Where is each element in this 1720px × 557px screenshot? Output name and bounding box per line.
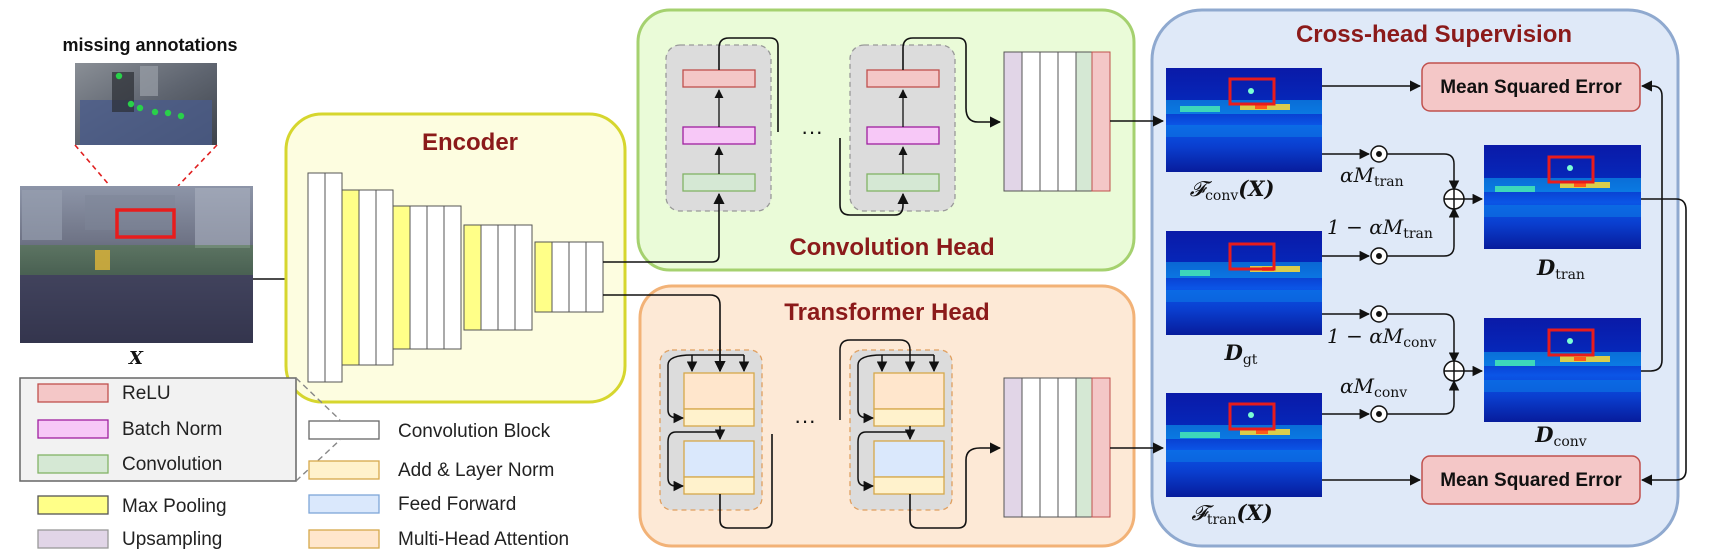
missing-annotations-label: missing annotations [62,35,237,55]
heatmap-d-tran [1484,145,1641,249]
conv-block [551,241,570,313]
conv-block [426,205,445,350]
conv-block [568,241,587,313]
conv-sub-block-2 [839,37,1002,216]
d-tran-label: Dtran [1536,255,1585,283]
conv-block [514,224,533,331]
legend-add-layer-norm-label: Add & Layer Norm [398,460,554,481]
conv-ellipsis: ··· [801,119,823,144]
input-x-label: X [128,348,144,369]
legend-swatch-upsampling [37,529,109,549]
mse-bottom-label: Mean Squared Error [1440,470,1622,491]
alpha-m-tran-label: αMtran [1340,163,1404,190]
legend-swatch-convolution [37,454,109,474]
conv-block [497,224,516,331]
heatmap-f-conv [1166,68,1322,172]
legend-swatch-feed-forward [308,494,380,514]
legend-max-pooling-label: Max Pooling [122,496,227,517]
input-crowd-image [20,186,253,343]
legend-relu-label: ReLU [122,383,171,404]
one-minus-alpha-m-tran-label: 1 − αMtran [1327,215,1433,242]
legend-swatch-add-layer-norm [308,460,380,480]
conv-block [585,241,604,313]
heatmap-d-conv [1484,318,1641,422]
heatmap-d-gt [1166,231,1322,335]
max-pool-block [463,224,482,331]
legend-multi-head-attention-label: Multi-Head Attention [398,529,569,550]
d-gt-label: Dgt [1224,340,1258,368]
mse-bottom-box [1421,455,1641,505]
transformer-head-title: Transformer Head [784,299,989,326]
transformer-sub-block-2 [839,339,1002,529]
one-minus-alpha-m-conv-label: 1 − αMconv [1327,324,1436,351]
highlight-box [115,208,176,239]
zoom-crop-image [75,63,217,145]
d-conv-label: Dconv [1534,422,1587,450]
f-conv-label: 𝓕conv(X) [1190,176,1275,204]
alpha-m-conv-label: αMconv [1340,374,1407,401]
conv-head-title: Convolution Head [789,234,994,261]
conv-block [480,224,499,331]
cross-head-title: Cross-head Supervision [1296,21,1572,48]
conv-block [358,189,377,366]
legend-feed-forward-label: Feed Forward [398,494,516,515]
conv-block [409,205,428,350]
mse-top-box [1421,62,1641,112]
transformer-head-output-stack [1003,377,1111,518]
max-pool-block [534,241,553,313]
conv-sub-block-1 [665,37,779,212]
conv-block [324,172,343,383]
max-pool-block [341,189,360,366]
legend-conv-block-label: Convolution Block [398,421,551,442]
legend-swatch-max-pooling [37,495,109,515]
conv-block [307,172,326,383]
conv-block [375,189,394,366]
transformer-sub-block-1 [659,340,773,529]
legend-swatch-batch-norm [37,419,109,439]
transformer-ellipsis: ··· [794,408,816,433]
legend-swatch-relu [37,383,109,403]
conv-head-output-stack [1003,51,1111,192]
conv-block [443,205,462,350]
fusion-d-tran [1322,145,1484,265]
mse-top-label: Mean Squared Error [1440,77,1622,98]
max-pool-block [392,205,411,350]
encoder-title: Encoder [422,129,518,156]
legend-upsampling-label: Upsampling [122,529,222,550]
fusion-d-conv [1322,305,1484,423]
legend-batch-norm-label: Batch Norm [122,419,222,440]
legend-swatch-conv-block [308,420,380,440]
encoder-blocks [307,172,604,383]
legend-swatch-multi-head-attention [308,529,380,549]
legend-convolution-label: Convolution [122,454,222,475]
heatmap-f-tran [1166,393,1322,497]
